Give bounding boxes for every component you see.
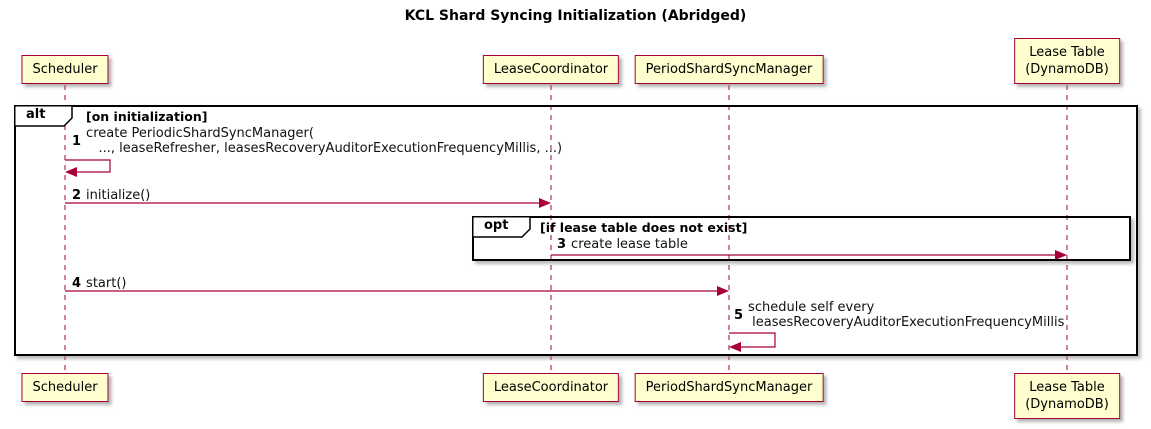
message-number: 5 <box>734 307 744 323</box>
message-2-label: 2 initialize() <box>72 188 150 203</box>
message-number: 1 <box>72 133 82 149</box>
opt-guard: [if lease table does not exist] <box>540 220 748 235</box>
opt-frame: opt [if lease table does not exist] <box>472 216 1131 261</box>
alt-guard: [on initialization] <box>86 109 208 124</box>
participant-top-period-shard-sync-manager: PeriodShardSyncManager <box>634 55 824 84</box>
participant-top-scheduler: Scheduler <box>21 55 109 84</box>
alt-frame-label: alt <box>14 105 76 132</box>
participant-top-lease-coordinator: LeaseCoordinator <box>482 55 620 84</box>
pentagon-shape <box>472 216 531 238</box>
message-1-label: 1 create PeriodicShardSyncManager( ..., … <box>72 126 562 156</box>
participant-bottom-lease-table: Lease Table (DynamoDB) <box>1014 373 1120 419</box>
participant-bottom-period-shard-sync-manager: PeriodShardSyncManager <box>634 373 824 402</box>
diagram-title: KCL Shard Syncing Initialization (Abridg… <box>404 8 747 24</box>
message-text: create lease table <box>571 237 688 252</box>
message-text: start() <box>86 276 127 291</box>
message-number: 3 <box>557 237 567 252</box>
message-5-label: 5 schedule self every leasesRecoveryAudi… <box>734 300 1064 330</box>
participant-bottom-lease-coordinator: LeaseCoordinator <box>482 373 620 402</box>
message-3-label: 3 create lease table <box>557 237 688 252</box>
alt-keyword: alt <box>26 107 46 122</box>
participant-top-lease-table: Lease Table (DynamoDB) <box>1014 38 1120 84</box>
opt-keyword: opt <box>484 218 509 233</box>
message-number: 4 <box>72 276 82 291</box>
message-4-label: 4 start() <box>72 276 126 291</box>
message-text: create PeriodicShardSyncManager( ..., le… <box>86 126 563 156</box>
message-text: initialize() <box>86 188 151 203</box>
pentagon-shape <box>14 105 73 127</box>
alt-frame: alt [on initialization] <box>14 105 1138 356</box>
participant-bottom-scheduler: Scheduler <box>21 373 109 402</box>
message-number: 2 <box>72 188 82 203</box>
opt-frame-label: opt <box>472 216 534 243</box>
message-text: schedule self every leasesRecoveryAudito… <box>748 300 1065 330</box>
